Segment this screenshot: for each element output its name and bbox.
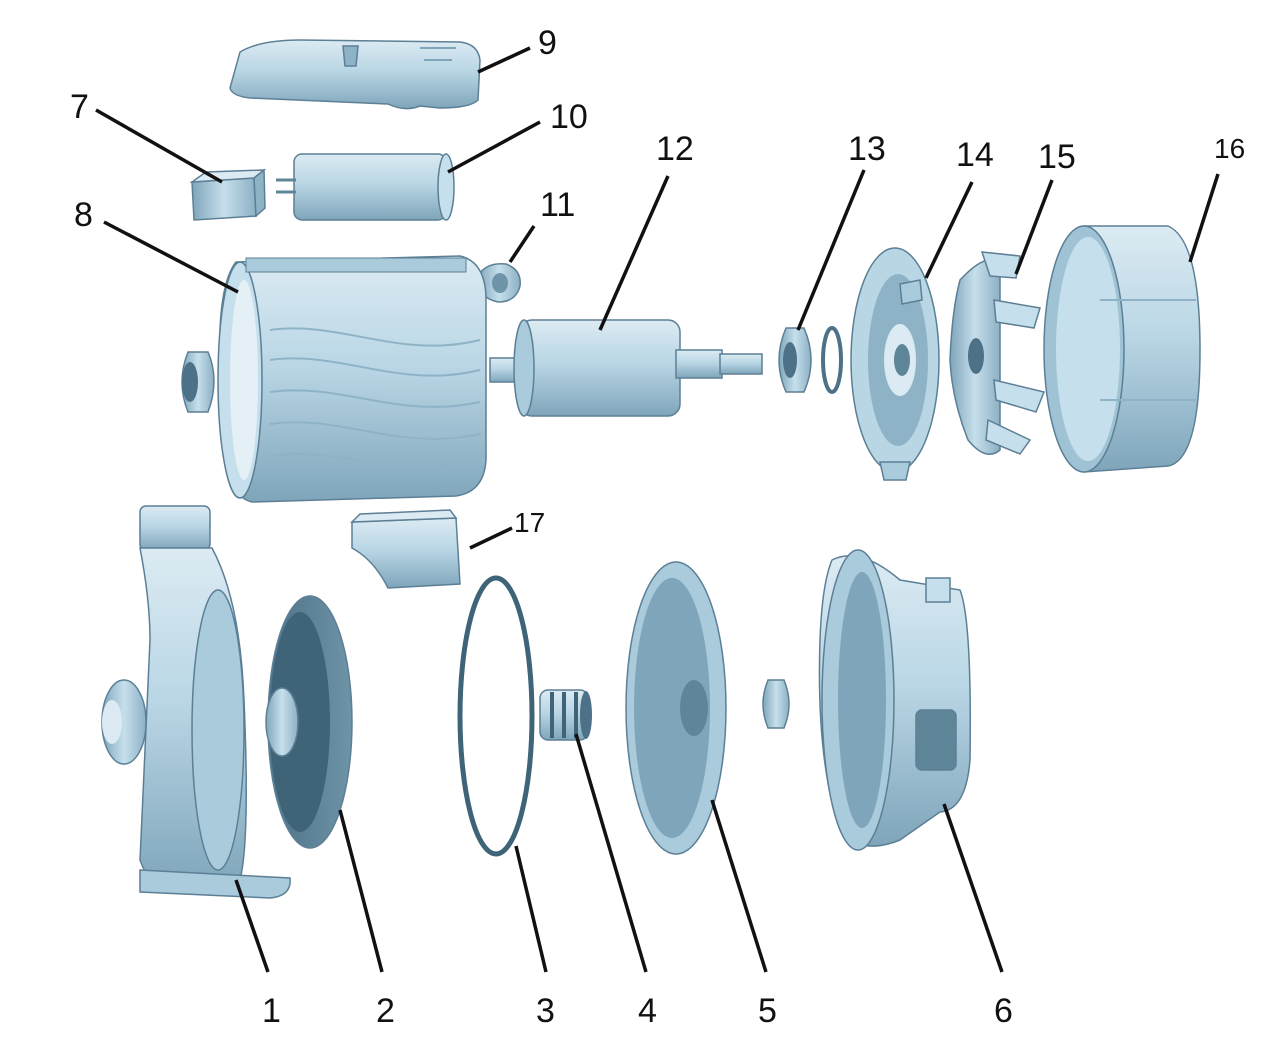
part-6-adapter-bracket bbox=[818, 549, 972, 851]
leader-14 bbox=[924, 181, 974, 279]
label-10: 10 bbox=[550, 98, 588, 136]
part-15-fan bbox=[949, 251, 1046, 455]
part-7-block bbox=[189, 168, 267, 221]
part-17-bracket bbox=[350, 509, 461, 589]
leader-16 bbox=[1188, 173, 1220, 263]
leader-11 bbox=[508, 225, 536, 263]
label-12: 12 bbox=[656, 130, 694, 168]
part-10-capacitor bbox=[276, 153, 455, 221]
leader-6 bbox=[942, 803, 1004, 973]
label-4: 4 bbox=[638, 992, 657, 1030]
label-13: 13 bbox=[848, 130, 886, 168]
leader-17 bbox=[469, 526, 513, 550]
label-7: 7 bbox=[70, 88, 89, 126]
part-14-end-shield bbox=[850, 247, 940, 481]
label-2: 2 bbox=[376, 992, 395, 1030]
part-1-pump-casing bbox=[101, 505, 291, 899]
leader-8 bbox=[103, 220, 239, 294]
leader-3 bbox=[514, 845, 548, 973]
label-6: 6 bbox=[994, 992, 1013, 1030]
part-labels: 9 7 10 12 13 14 15 16 11 8 17 1 2 3 4 5 … bbox=[70, 24, 1245, 1030]
label-16: 16 bbox=[1214, 133, 1245, 164]
part-13-bearing bbox=[778, 327, 812, 393]
leader-5 bbox=[710, 799, 768, 973]
label-17: 17 bbox=[514, 507, 545, 538]
leader-7 bbox=[95, 108, 223, 184]
leader-10 bbox=[447, 120, 541, 174]
label-14: 14 bbox=[956, 136, 994, 174]
label-5: 5 bbox=[758, 992, 777, 1030]
label-8: 8 bbox=[74, 196, 93, 234]
label-11: 11 bbox=[540, 186, 575, 224]
part-16-fan-cover bbox=[1043, 225, 1201, 473]
part-5-diffuser bbox=[625, 561, 727, 855]
part-2-impeller bbox=[265, 595, 353, 849]
front-bearing bbox=[181, 351, 215, 413]
part-4-mechanical-seal bbox=[539, 689, 592, 741]
part-3-o-ring bbox=[457, 575, 535, 857]
wave-ring bbox=[821, 326, 843, 394]
label-3: 3 bbox=[536, 992, 555, 1030]
leader-15 bbox=[1014, 179, 1054, 275]
leader-9 bbox=[477, 46, 531, 74]
part-9-terminal-cover bbox=[229, 39, 481, 110]
leader-lines bbox=[95, 46, 1220, 973]
label-1: 1 bbox=[262, 992, 281, 1030]
label-9: 9 bbox=[538, 24, 557, 62]
part-12-rotor bbox=[489, 319, 763, 417]
leader-4 bbox=[574, 733, 648, 973]
label-15: 15 bbox=[1038, 138, 1076, 176]
leader-2 bbox=[338, 809, 384, 973]
leader-1 bbox=[234, 879, 270, 973]
shaft-seal-ring bbox=[762, 679, 790, 729]
leader-12 bbox=[598, 175, 670, 331]
part-8-motor-housing bbox=[217, 255, 487, 503]
leader-13 bbox=[796, 169, 866, 331]
